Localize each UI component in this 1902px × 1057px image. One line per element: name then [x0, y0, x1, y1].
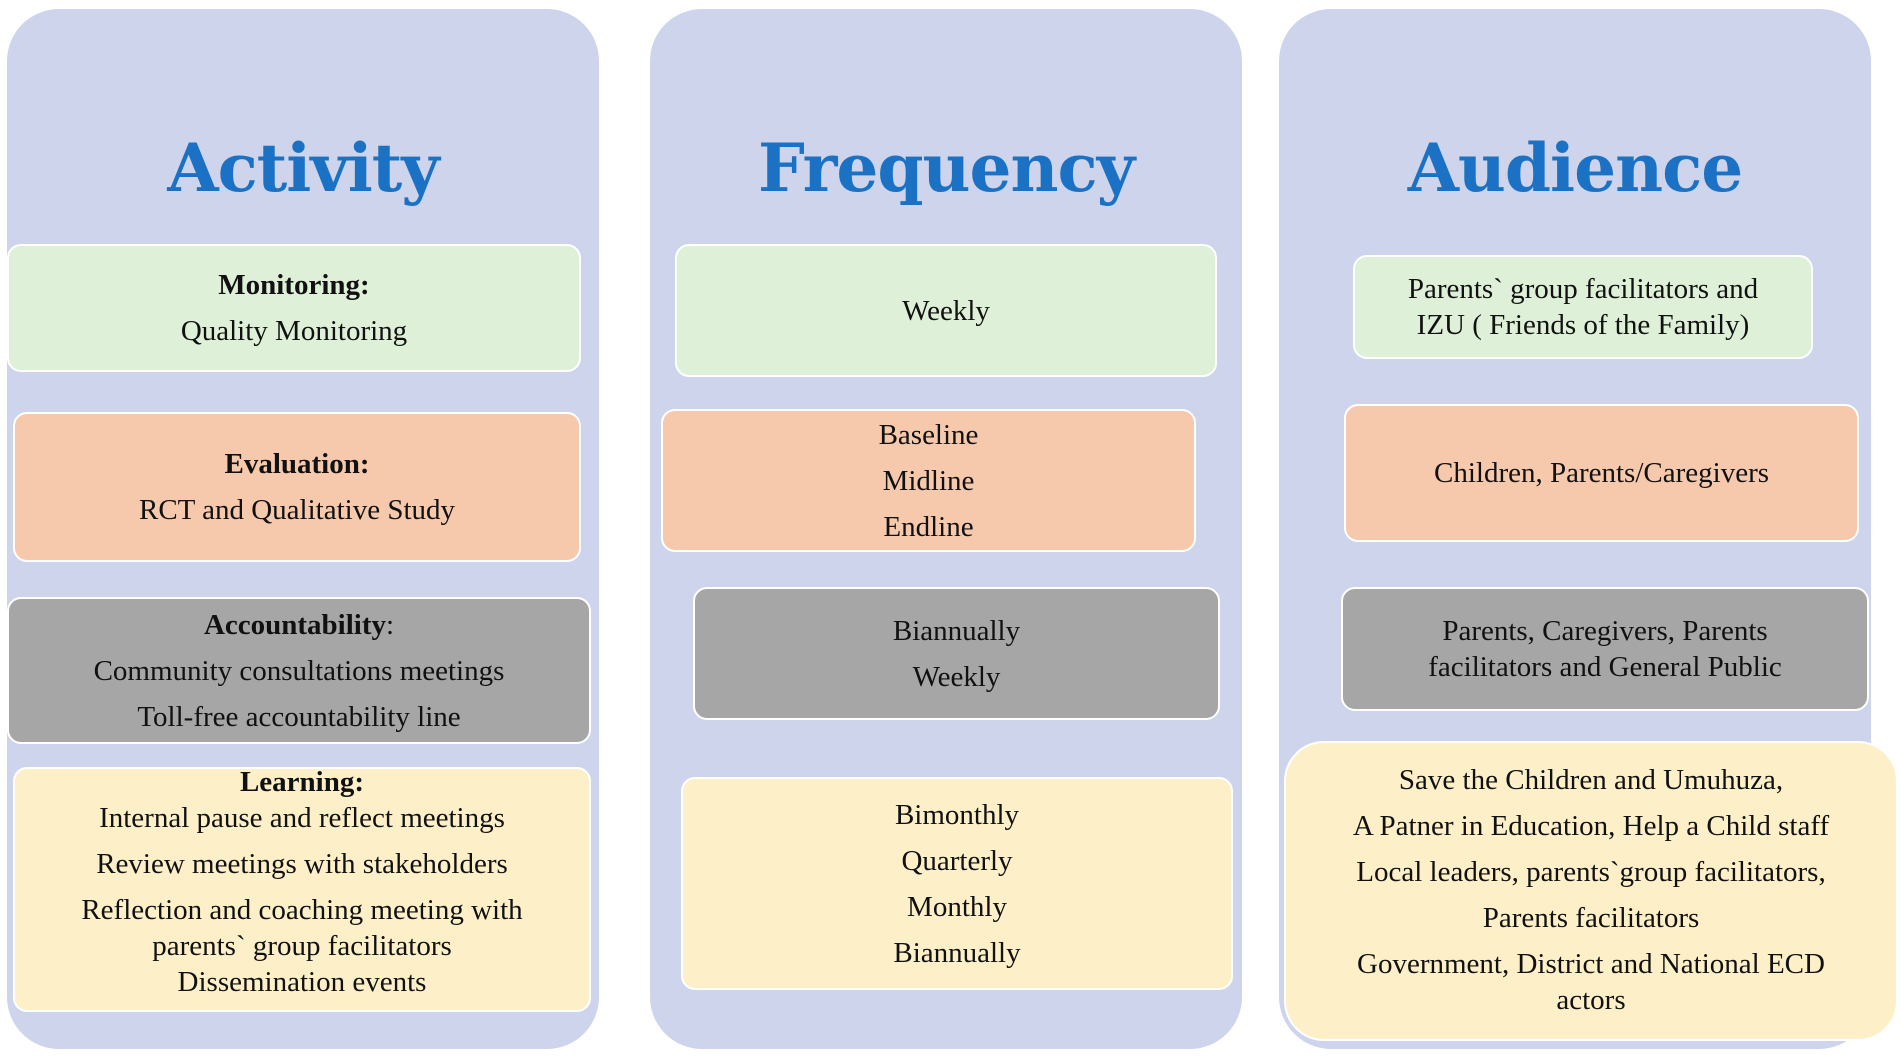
box-line: RCT and Qualitative Study	[138, 494, 456, 526]
box-line: Parents` group facilitators and	[1407, 273, 1759, 305]
activity-accountability-box: Accountability: Community consultations …	[7, 597, 591, 744]
box-line: facilitators and General Public	[1428, 651, 1782, 683]
box-line: Endline	[883, 510, 974, 543]
box-line: Save the Children and Umuhuza,	[1398, 764, 1784, 796]
box-line: Monthly	[907, 890, 1007, 923]
box-line: Midline	[882, 464, 975, 497]
box-heading: Monitoring:	[218, 269, 370, 301]
box-line: Government, District and National ECD	[1357, 948, 1825, 980]
box-line: Bimonthly	[894, 798, 1020, 831]
box-line: Weekly	[902, 294, 990, 327]
frequency-accountability-box: Biannually Weekly	[693, 587, 1220, 720]
activity-learning-box: Learning: Internal pause and reflect mee…	[13, 767, 591, 1012]
audience-monitoring-box: Parents` group facilitators and IZU ( Fr…	[1353, 255, 1813, 359]
box-line: actors	[1556, 984, 1626, 1016]
box-line: Biannually	[893, 936, 1021, 969]
box-line: Internal pause and reflect meetings	[99, 802, 505, 834]
box-line: Weekly	[912, 660, 1001, 693]
box-heading-line: Accountability:	[204, 602, 394, 648]
box-line: Quality Monitoring	[180, 315, 408, 347]
box-line: Dissemination events	[177, 966, 427, 998]
box-line: Review meetings with stakeholders	[96, 848, 508, 880]
box-line: Baseline	[878, 418, 979, 451]
activity-title: Activity	[167, 129, 439, 207]
box-line: Parents facilitators	[1482, 902, 1700, 934]
box-line: IZU ( Friends of the Family)	[1416, 309, 1750, 341]
audience-accountability-box: Parents, Caregivers, Parents facilitator…	[1341, 587, 1869, 711]
audience-evaluation-box: Children, Parents/Caregivers	[1344, 404, 1859, 542]
frequency-evaluation-box: Baseline Midline Endline	[661, 409, 1196, 552]
box-heading: Accountability	[203, 608, 386, 641]
activity-monitoring-box: Monitoring: Quality Monitoring	[7, 244, 581, 372]
box-line: Reflection and coaching meeting with	[81, 894, 523, 926]
frequency-monitoring-box: Weekly	[675, 244, 1217, 377]
box-heading-suffix: :	[386, 608, 395, 641]
box-line: A Patner in Education, Help a Child staf…	[1352, 810, 1830, 842]
audience-title: Audience	[1407, 129, 1744, 207]
box-heading: Learning:	[239, 766, 365, 798]
frequency-title: Frequency	[757, 129, 1135, 207]
box-line: Parents, Caregivers, Parents	[1442, 615, 1768, 647]
audience-learning-box: Save the Children and Umuhuza, A Patner …	[1284, 741, 1898, 1041]
box-line: Toll-free accountability line	[137, 700, 461, 733]
box-line: Community consultations meetings	[93, 654, 505, 687]
box-line: Biannually	[892, 614, 1021, 647]
frequency-learning-box: Bimonthly Quarterly Monthly Biannually	[681, 777, 1233, 990]
box-line: Local leaders, parents`group facilitator…	[1356, 856, 1826, 888]
box-heading: Evaluation:	[224, 448, 370, 480]
box-line: parents` group facilitators	[152, 930, 452, 962]
activity-evaluation-box: Evaluation: RCT and Qualitative Study	[13, 412, 581, 562]
box-line: Children, Parents/Caregivers	[1433, 457, 1770, 489]
box-line: Quarterly	[901, 844, 1013, 877]
